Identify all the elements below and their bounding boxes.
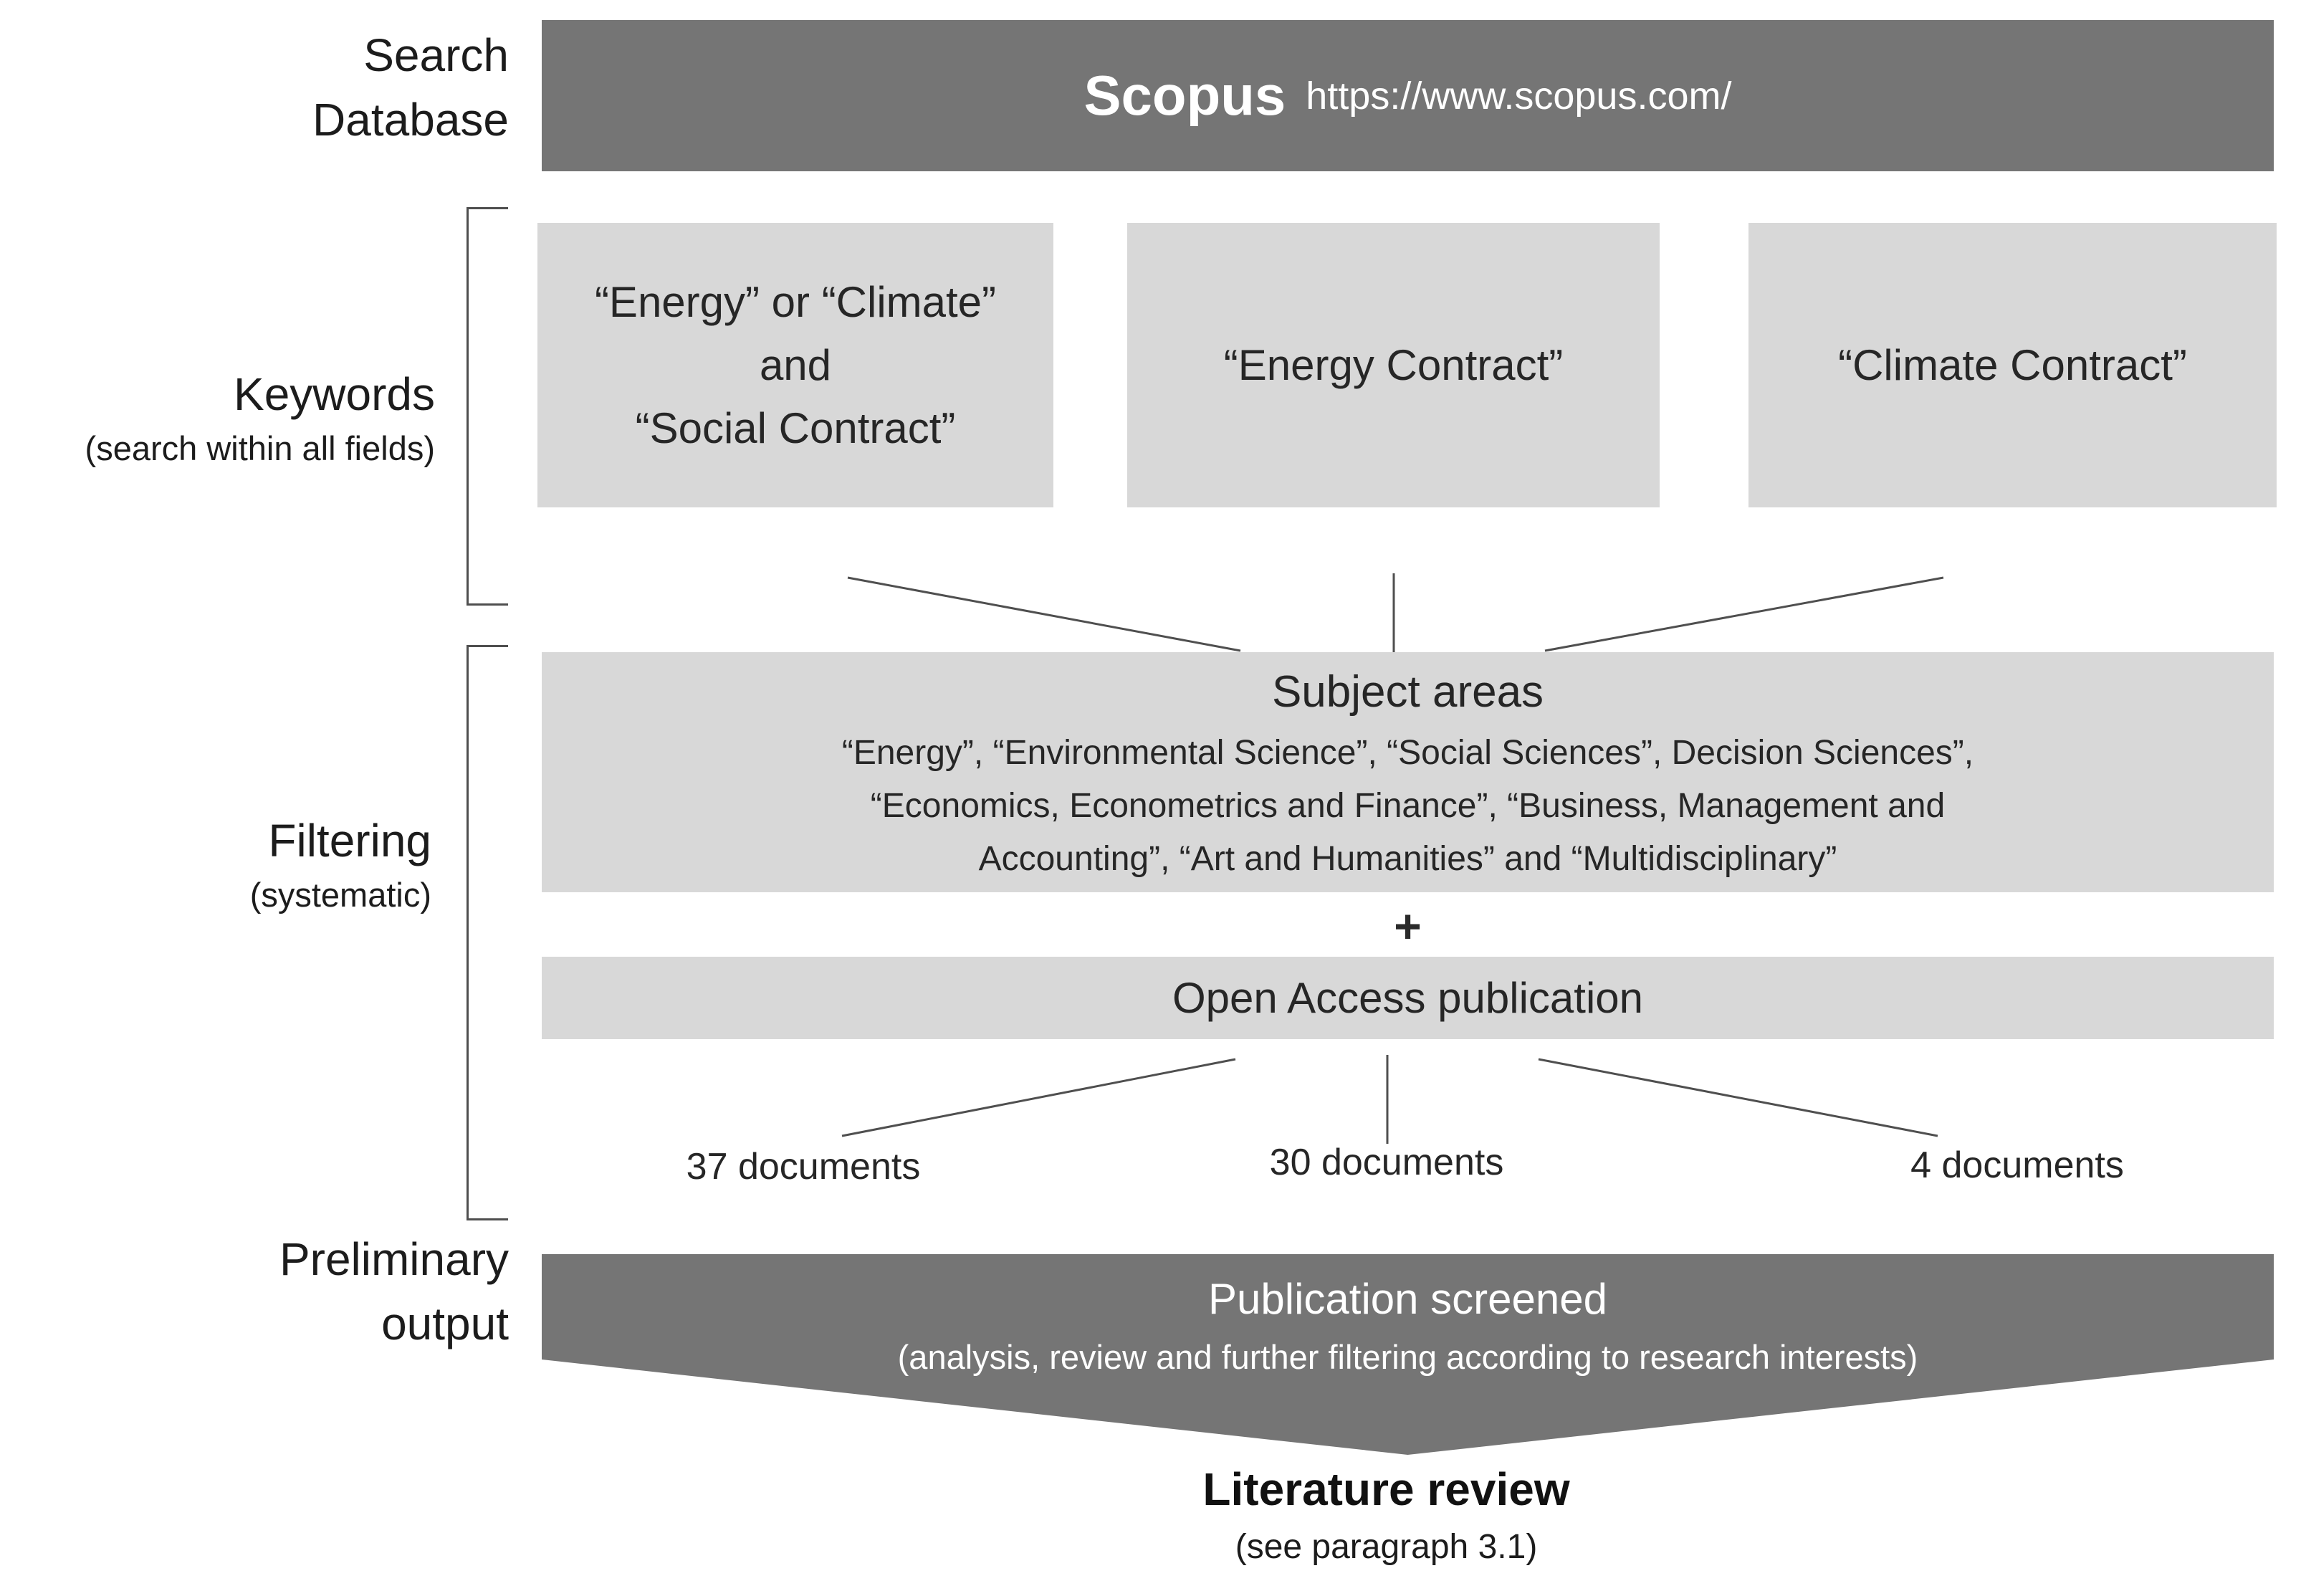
connector-results-left xyxy=(841,1058,1236,1137)
label-keywords-title: Keywords xyxy=(234,368,435,420)
label-search-database-line1: Search xyxy=(363,29,509,81)
subject-areas-line: “Energy”, “Environmental Science”, “Soci… xyxy=(841,734,1974,772)
label-preliminary-output-line2: output xyxy=(381,1298,509,1349)
keyword-box-line: and xyxy=(759,340,832,389)
subject-areas-title: Subject areas xyxy=(1271,667,1544,717)
keyword-box-energy-climate-social-contract: “Energy” or “Climate” and “Social Contra… xyxy=(537,223,1053,507)
keyword-box-line: “Climate Contract” xyxy=(1838,340,2187,389)
open-access-box: Open Access publication xyxy=(542,957,2274,1039)
connector-keywords-right xyxy=(1544,576,1944,652)
document-count-2: 30 documents xyxy=(1269,1142,1504,1183)
literature-review-subtitle: (see paragraph 3.1) xyxy=(1235,1528,1538,1566)
database-bar: Scopus https://www.scopus.com/ xyxy=(542,20,2274,171)
label-keywords: Keywords (search within all fields) xyxy=(0,362,435,471)
publication-screened-chevron: Publication screened (analysis, review a… xyxy=(542,1254,2274,1455)
label-keywords-subtitle: (search within all fields) xyxy=(85,429,435,467)
database-url: https://www.scopus.com/ xyxy=(1306,74,1732,118)
publication-screened-subtitle: (analysis, review and further filtering … xyxy=(897,1338,1918,1376)
keyword-box-line: “Energy Contract” xyxy=(1223,340,1564,389)
literature-review-title: Literature review xyxy=(1202,1463,1570,1515)
keyword-box-climate-contract: “Climate Contract” xyxy=(1748,223,2277,507)
subject-areas-line: “Economics, Econometrics and Finance”, “… xyxy=(870,787,1946,825)
label-search-database-line2: Database xyxy=(312,94,509,145)
label-filtering: Filtering (systematic) xyxy=(0,808,431,917)
label-preliminary-output-line1: Preliminary xyxy=(279,1233,509,1285)
label-filtering-title: Filtering xyxy=(268,815,431,866)
subject-areas-box: Subject areas “Energy”, “Environmental S… xyxy=(542,652,2274,892)
keyword-box-line: “Energy” or “Climate” xyxy=(594,277,997,326)
keyword-box-energy-contract: “Energy Contract” xyxy=(1127,223,1660,507)
keyword-box-line: “Social Contract” xyxy=(635,403,956,452)
label-search-database: Search Database xyxy=(0,23,509,152)
literature-review-result: Literature review (see paragraph 3.1) xyxy=(520,1461,2252,1571)
connector-keywords-left xyxy=(847,576,1241,652)
plus-operator: + xyxy=(1394,899,1422,952)
database-name: Scopus xyxy=(1083,64,1286,127)
filtering-group-bracket xyxy=(467,645,508,1220)
open-access-label: Open Access publication xyxy=(1172,974,1644,1022)
label-filtering-subtitle: (systematic) xyxy=(249,876,431,914)
connector-results-right xyxy=(1538,1058,1938,1137)
document-count-1: 37 documents xyxy=(686,1146,921,1188)
subject-areas-line: Accounting”, “Art and Humanities” and “M… xyxy=(978,840,1837,878)
publication-screened-title: Publication screened xyxy=(1207,1275,1608,1323)
label-preliminary-output: Preliminary output xyxy=(0,1227,509,1356)
keywords-group-bracket xyxy=(467,207,508,606)
document-count-3: 4 documents xyxy=(1910,1145,2124,1186)
subject-areas-body: “Energy”, “Environmental Science”, “Soci… xyxy=(842,727,1974,886)
